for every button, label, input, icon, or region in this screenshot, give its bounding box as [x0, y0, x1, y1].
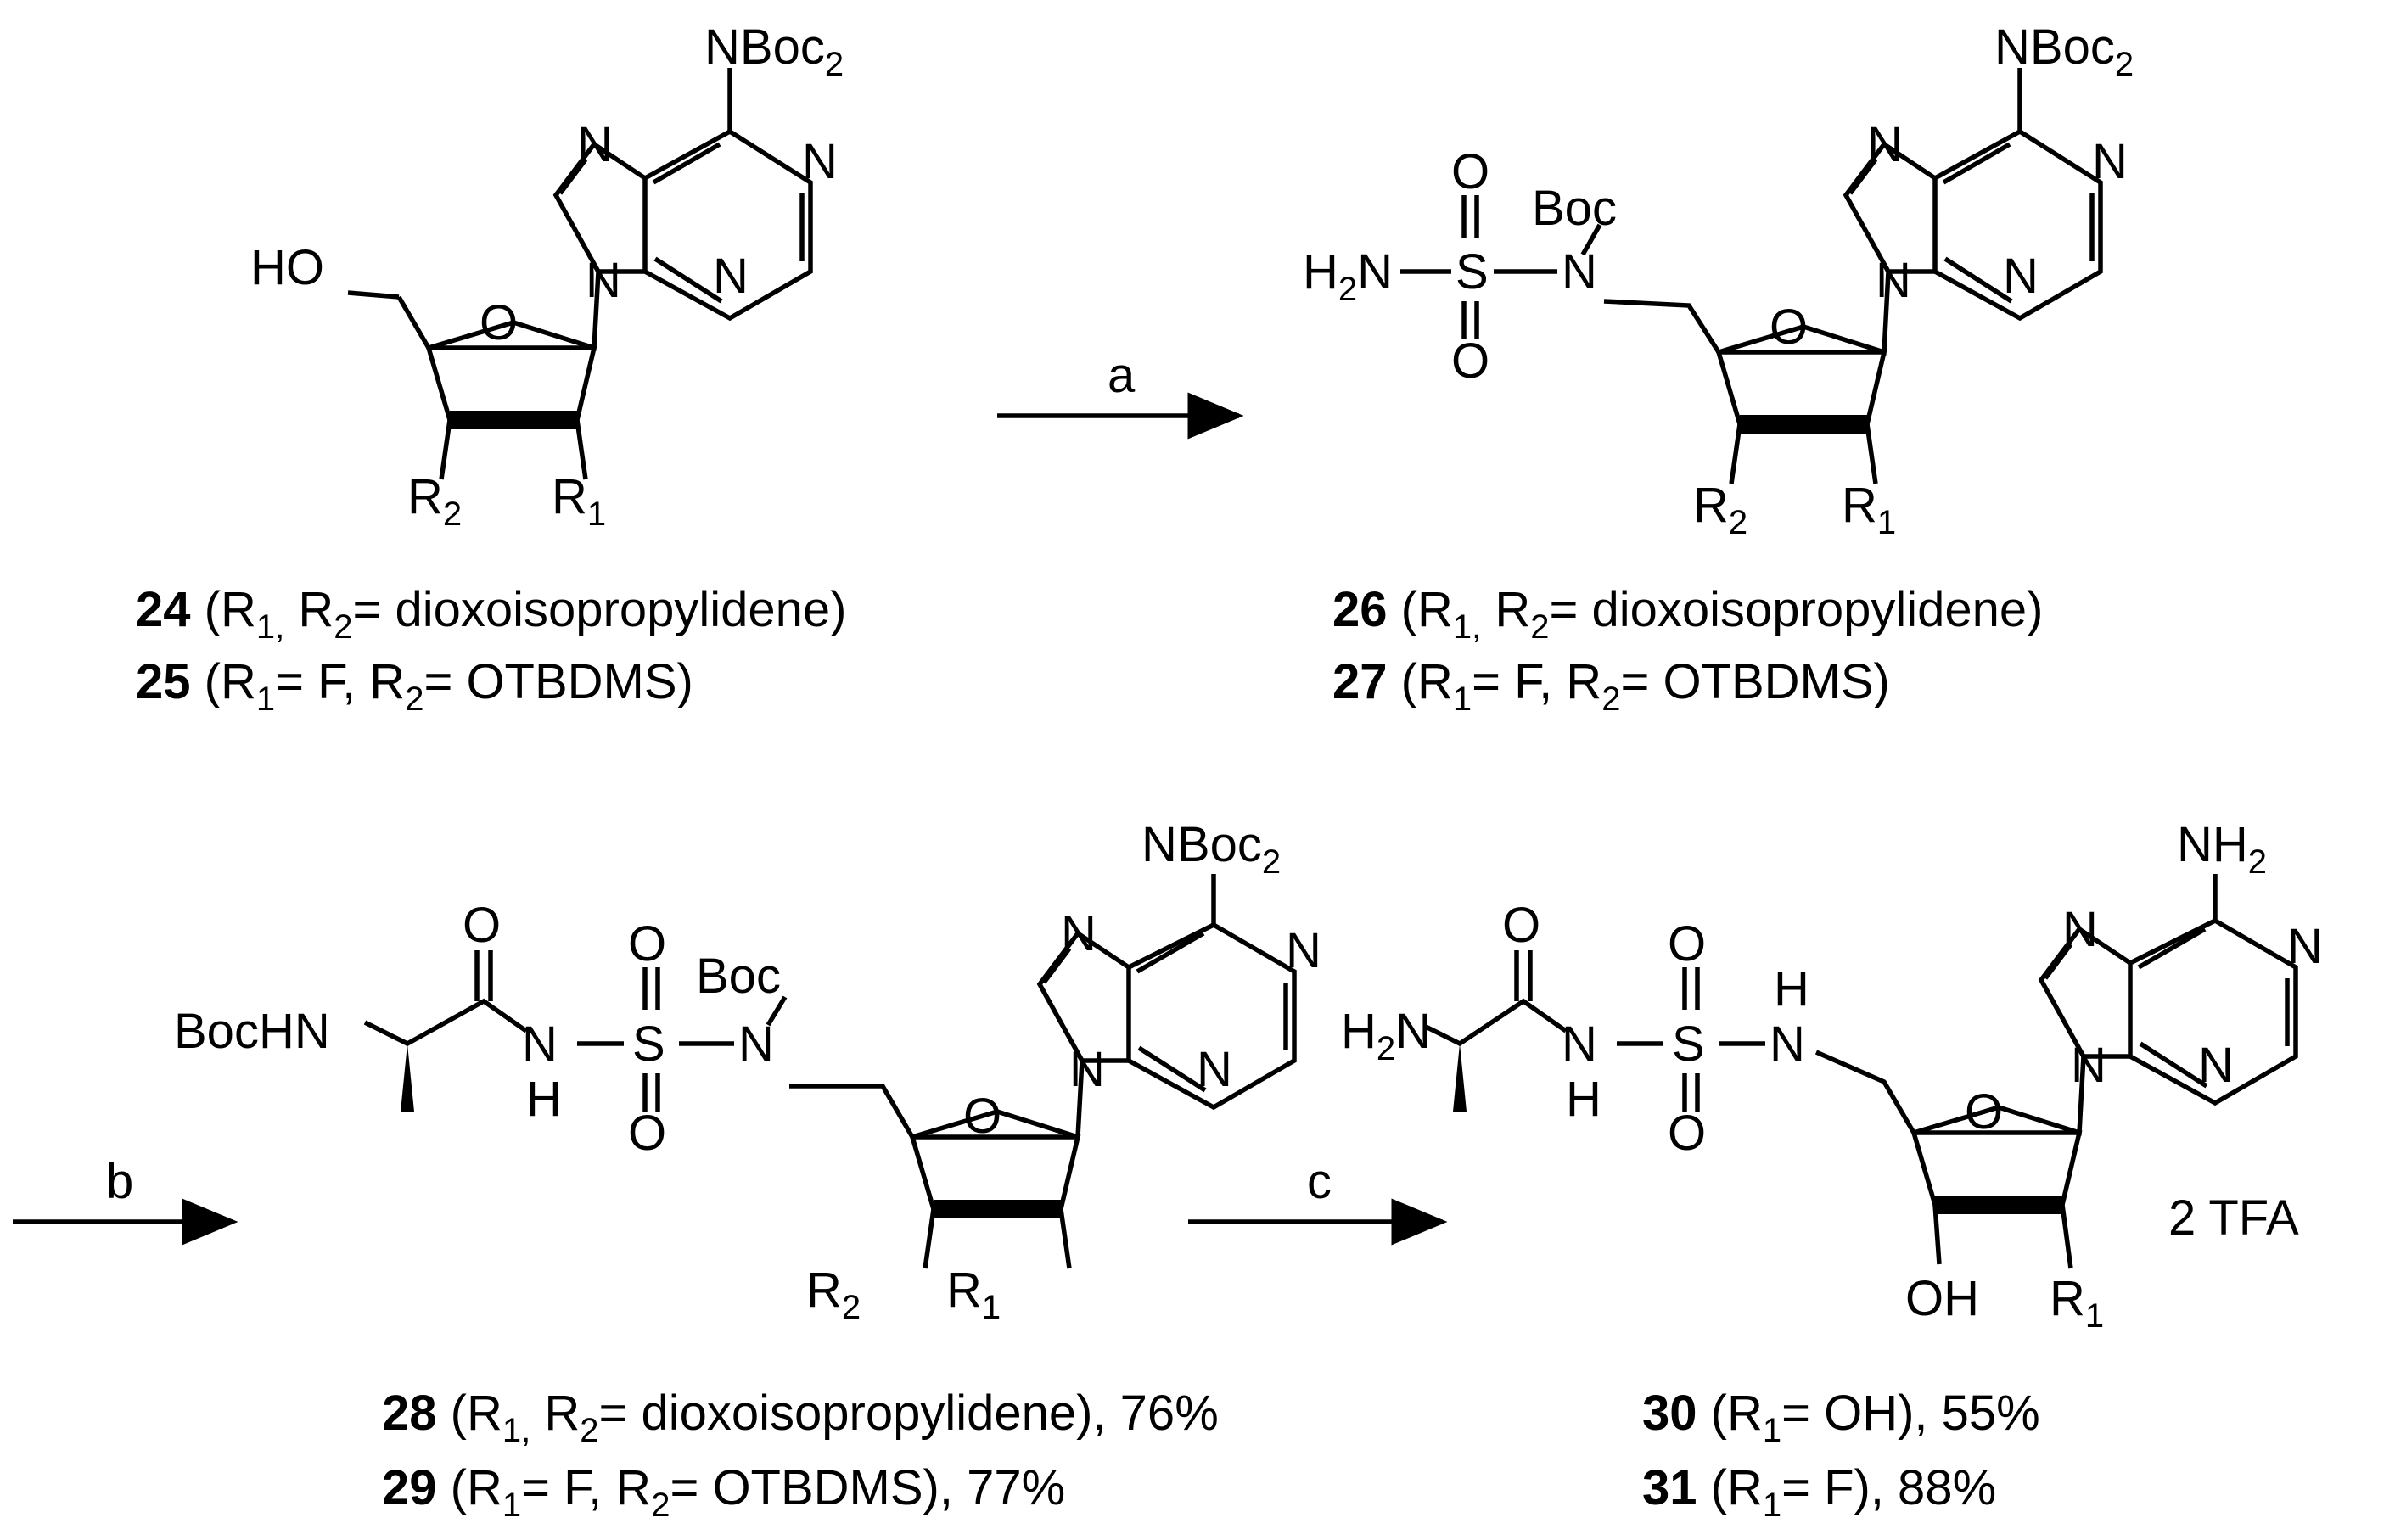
- atom-label: HO: [250, 240, 324, 295]
- atom-label: O: [963, 1089, 1001, 1144]
- atom-label: R1: [2050, 1271, 2104, 1335]
- atom-label: O: [1668, 1106, 1706, 1161]
- reaction-arrow-c: c: [1188, 1154, 1448, 1246]
- caption-31: 31 (R1= F), 88%: [1642, 1460, 1996, 1524]
- structure-24-25: NBoc2 N N N N HO O R2 R1: [250, 20, 844, 533]
- atom-label: H2N: [1341, 1004, 1431, 1067]
- caption-29: 29 (R1= F, R2= OTBDMS), 77%: [382, 1460, 1065, 1524]
- atom-label: H2N: [1303, 244, 1393, 308]
- atom-label: N: [2071, 1038, 2106, 1093]
- atom-label: Boc: [1532, 181, 1617, 236]
- caption-27: 27 (R1= F, R2= OTBDMS): [1332, 654, 1890, 718]
- atom-label: H: [1774, 961, 1809, 1016]
- salt-label: 2 TFA: [2168, 1190, 2299, 1246]
- atom-label: N: [1876, 253, 1911, 308]
- atom-label: O: [1451, 144, 1489, 199]
- atom-label: NBoc2: [1141, 817, 1281, 881]
- atom-label: N: [2092, 134, 2128, 189]
- atom-label: N: [1867, 117, 1903, 172]
- atom-label: N: [1770, 1016, 1805, 1072]
- atom-label: O: [1451, 333, 1489, 389]
- atom-label: H: [1566, 1072, 1601, 1127]
- structure-30-31: NH2 N N N N O H2N O N H S O O N H OH R1 …: [1341, 817, 2323, 1335]
- structure-28-29: NBoc2 N N N N O BocHN O N H S O O N Boc …: [174, 817, 1321, 1326]
- atom-label: R2: [806, 1263, 861, 1326]
- atom-label: N: [1197, 1042, 1232, 1097]
- atom-label: BocHN: [174, 1004, 330, 1059]
- atom-label: N: [586, 253, 621, 308]
- atom-label: N: [2062, 902, 2098, 957]
- atom-label: S: [1456, 244, 1489, 300]
- atom-label: H: [526, 1072, 562, 1127]
- atom-label: O: [628, 916, 666, 972]
- atom-label: O: [628, 1106, 666, 1161]
- caption-26: 26 (R1, R2= dioxoisopropylidene): [1332, 582, 2043, 646]
- atom-label: N: [1562, 1016, 1597, 1072]
- caption-24: 24 (R1, R2= dioxoisopropylidene): [136, 582, 846, 646]
- atom-label: O: [463, 898, 501, 953]
- atom-label: R2: [1693, 478, 1747, 541]
- atom-label: O: [480, 295, 518, 350]
- atom-label: NBoc2: [1994, 20, 2134, 83]
- atom-label: N: [713, 249, 749, 304]
- caption-25: 25 (R1= F, R2= OTBDMS): [136, 654, 693, 718]
- reaction-arrow-b: b: [13, 1154, 238, 1246]
- arrow-label: b: [106, 1154, 133, 1209]
- atom-label: NH2: [2177, 817, 2267, 881]
- atom-label: O: [1770, 300, 1808, 355]
- atom-label: O: [1668, 916, 1706, 972]
- atom-label: S: [1672, 1016, 1705, 1072]
- arrow-label: a: [1108, 348, 1136, 403]
- atom-label: R1: [1842, 478, 1896, 541]
- atom-label: R2: [407, 469, 462, 533]
- arrow-label: c: [1307, 1154, 1332, 1209]
- atom-label: N: [738, 1016, 774, 1072]
- atom-label: S: [632, 1016, 665, 1072]
- atom-label: R1: [552, 469, 606, 533]
- caption-28: 28 (R1, R2= dioxoisopropylidene), 76%: [382, 1386, 1219, 1449]
- atom-label: N: [2198, 1038, 2234, 1093]
- atom-label: N: [1286, 923, 1321, 978]
- atom-label: N: [1562, 244, 1597, 300]
- atom-label: R1: [946, 1263, 1001, 1326]
- atom-label: OH: [1905, 1271, 1979, 1326]
- atom-label: N: [522, 1016, 558, 1072]
- atom-label: O: [1502, 898, 1540, 953]
- atom-label: N: [2003, 249, 2039, 304]
- structure-26-27: NBoc2 N N N N O H2N S O O N Boc R2 R1: [1303, 20, 2134, 541]
- atom-label: N: [1069, 1042, 1105, 1097]
- atom-label: Boc: [696, 949, 781, 1004]
- caption-30: 30 (R1= OH), 55%: [1642, 1386, 2040, 1449]
- atom-label: NBoc2: [704, 20, 844, 83]
- atom-label: N: [802, 134, 838, 189]
- atom-label: N: [1061, 906, 1097, 961]
- reaction-arrow-a: a: [997, 348, 1244, 440]
- atom-label: N: [577, 117, 613, 172]
- captions: 24 (R1, R2= dioxoisopropylidene) 25 (R1=…: [136, 582, 2043, 1524]
- atom-label: N: [2287, 919, 2323, 974]
- atom-label: O: [1965, 1084, 2003, 1140]
